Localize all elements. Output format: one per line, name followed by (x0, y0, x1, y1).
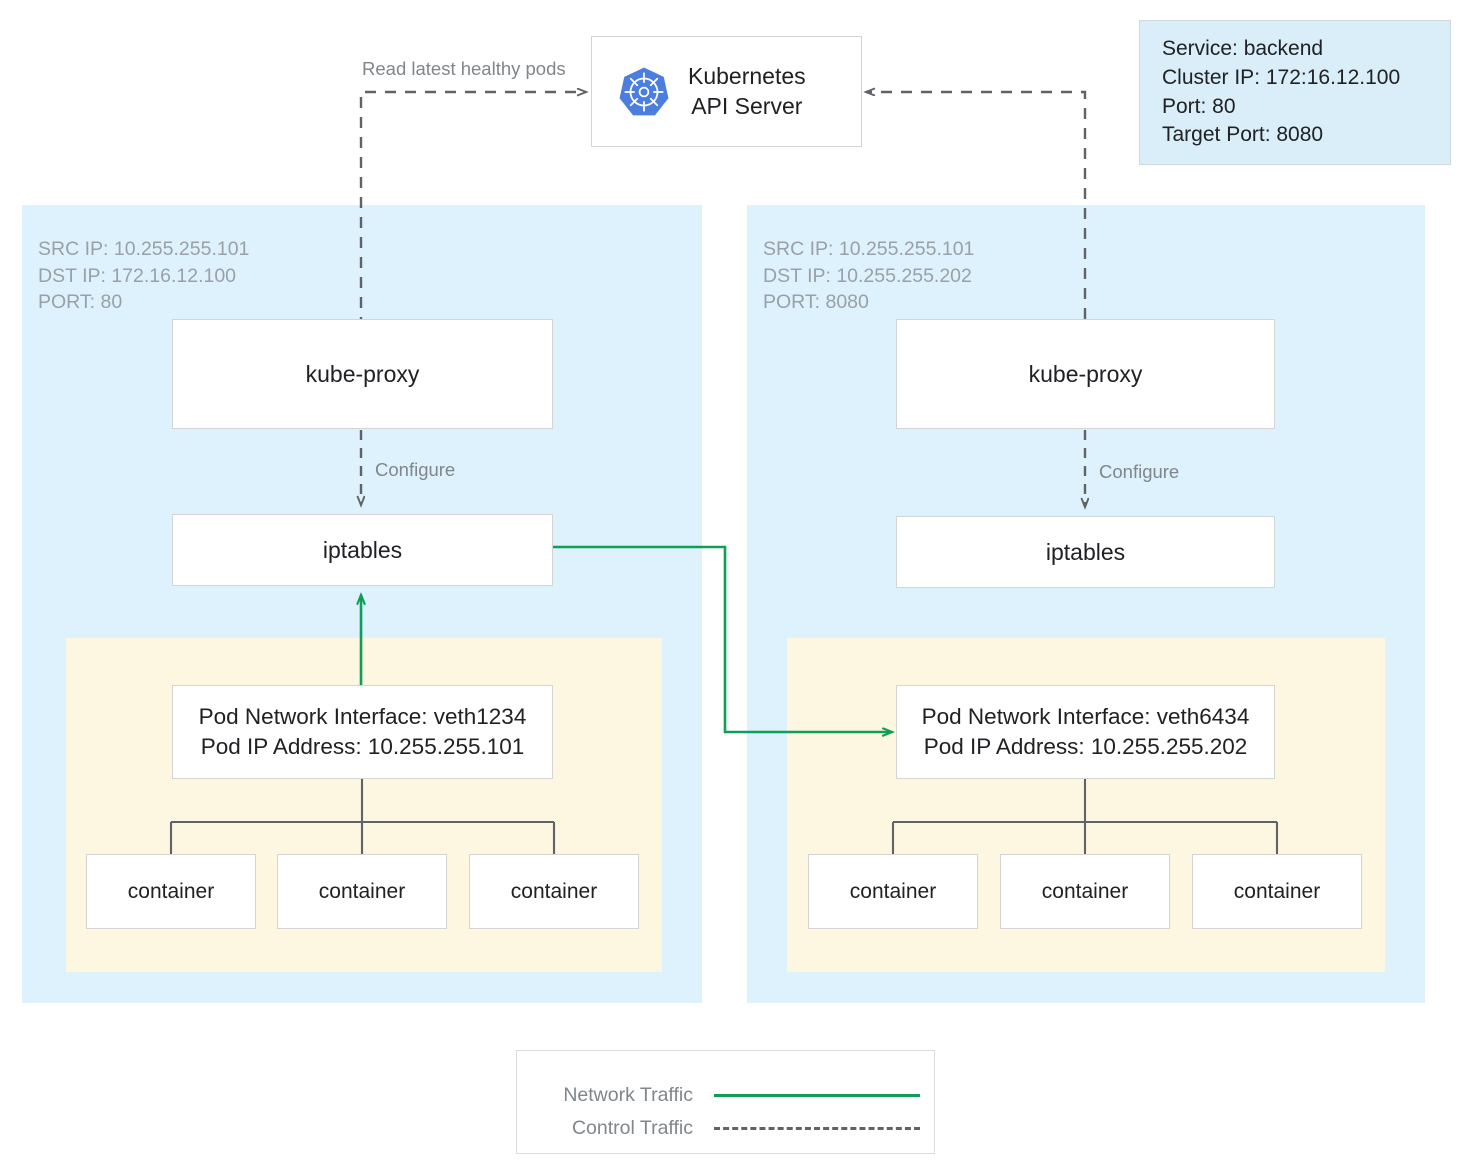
pod-ip-label-left: Pod IP Address: 10.255.255.101 (200, 734, 525, 759)
pod-ip-label-right: Pod IP Address: 10.255.255.202 (923, 734, 1248, 759)
container-box-right-2[interactable]: container (1000, 854, 1170, 929)
legend: Network Traffic Control Traffic (516, 1050, 935, 1154)
container-label: container (318, 879, 406, 903)
container-label: container (1041, 879, 1129, 903)
kube-proxy-label-right: kube-proxy (1028, 360, 1143, 387)
configure-label-right: Configure (1099, 461, 1180, 482)
packet-info-left: SRC IP: 10.255.255.101 DST IP: 172.16.12… (38, 238, 250, 314)
configure-label-left: Configure (375, 459, 456, 480)
container-box-left-1[interactable]: container (86, 854, 256, 929)
container-box-right-1[interactable]: container (808, 854, 978, 929)
kubernetes-api-server-box[interactable]: Kubernetes API Server (591, 36, 862, 147)
legend-row-control: Control Traffic (517, 1114, 936, 1142)
container-box-left-3[interactable]: container (469, 854, 639, 929)
legend-swatch-control-traffic (714, 1126, 920, 1130)
service-info-box: Service: backend Cluster IP: 172:16.12.1… (1139, 20, 1451, 165)
kube-proxy-box-right[interactable]: kube-proxy (896, 319, 1275, 429)
kube-proxy-box-left[interactable]: kube-proxy (172, 319, 553, 429)
iptables-box-left[interactable]: iptables (172, 514, 553, 586)
pod-network-interface-box-right[interactable]: Pod Network Interface: veth6434 Pod IP A… (896, 685, 1275, 779)
iptables-label-left: iptables (322, 536, 403, 563)
container-label: container (510, 879, 598, 903)
container-box-left-2[interactable]: container (277, 854, 447, 929)
kubernetes-helm-icon (618, 66, 670, 118)
legend-swatch-network-traffic (714, 1093, 920, 1097)
container-box-right-3[interactable]: container (1192, 854, 1362, 929)
api-server-label: Kubernetes API Server (688, 62, 806, 119)
container-label: container (1233, 879, 1321, 903)
legend-label-control: Control Traffic (571, 1116, 693, 1139)
iptables-box-right[interactable]: iptables (896, 516, 1275, 588)
iptables-label-right: iptables (1045, 538, 1126, 565)
legend-label-network: Network Traffic (563, 1083, 693, 1106)
pod-interface-label-right: Pod Network Interface: veth6434 (921, 704, 1250, 730)
legend-row-network: Network Traffic (517, 1081, 936, 1109)
pod-interface-label-left: Pod Network Interface: veth1234 (198, 704, 527, 730)
container-label: container (127, 879, 215, 903)
read-latest-healthy-pods-label: Read latest healthy pods (362, 58, 566, 79)
kube-proxy-label-left: kube-proxy (305, 360, 420, 387)
packet-info-right: SRC IP: 10.255.255.101 DST IP: 10.255.25… (763, 238, 975, 314)
container-label: container (849, 879, 937, 903)
pod-network-interface-box-left[interactable]: Pod Network Interface: veth1234 Pod IP A… (172, 685, 553, 779)
